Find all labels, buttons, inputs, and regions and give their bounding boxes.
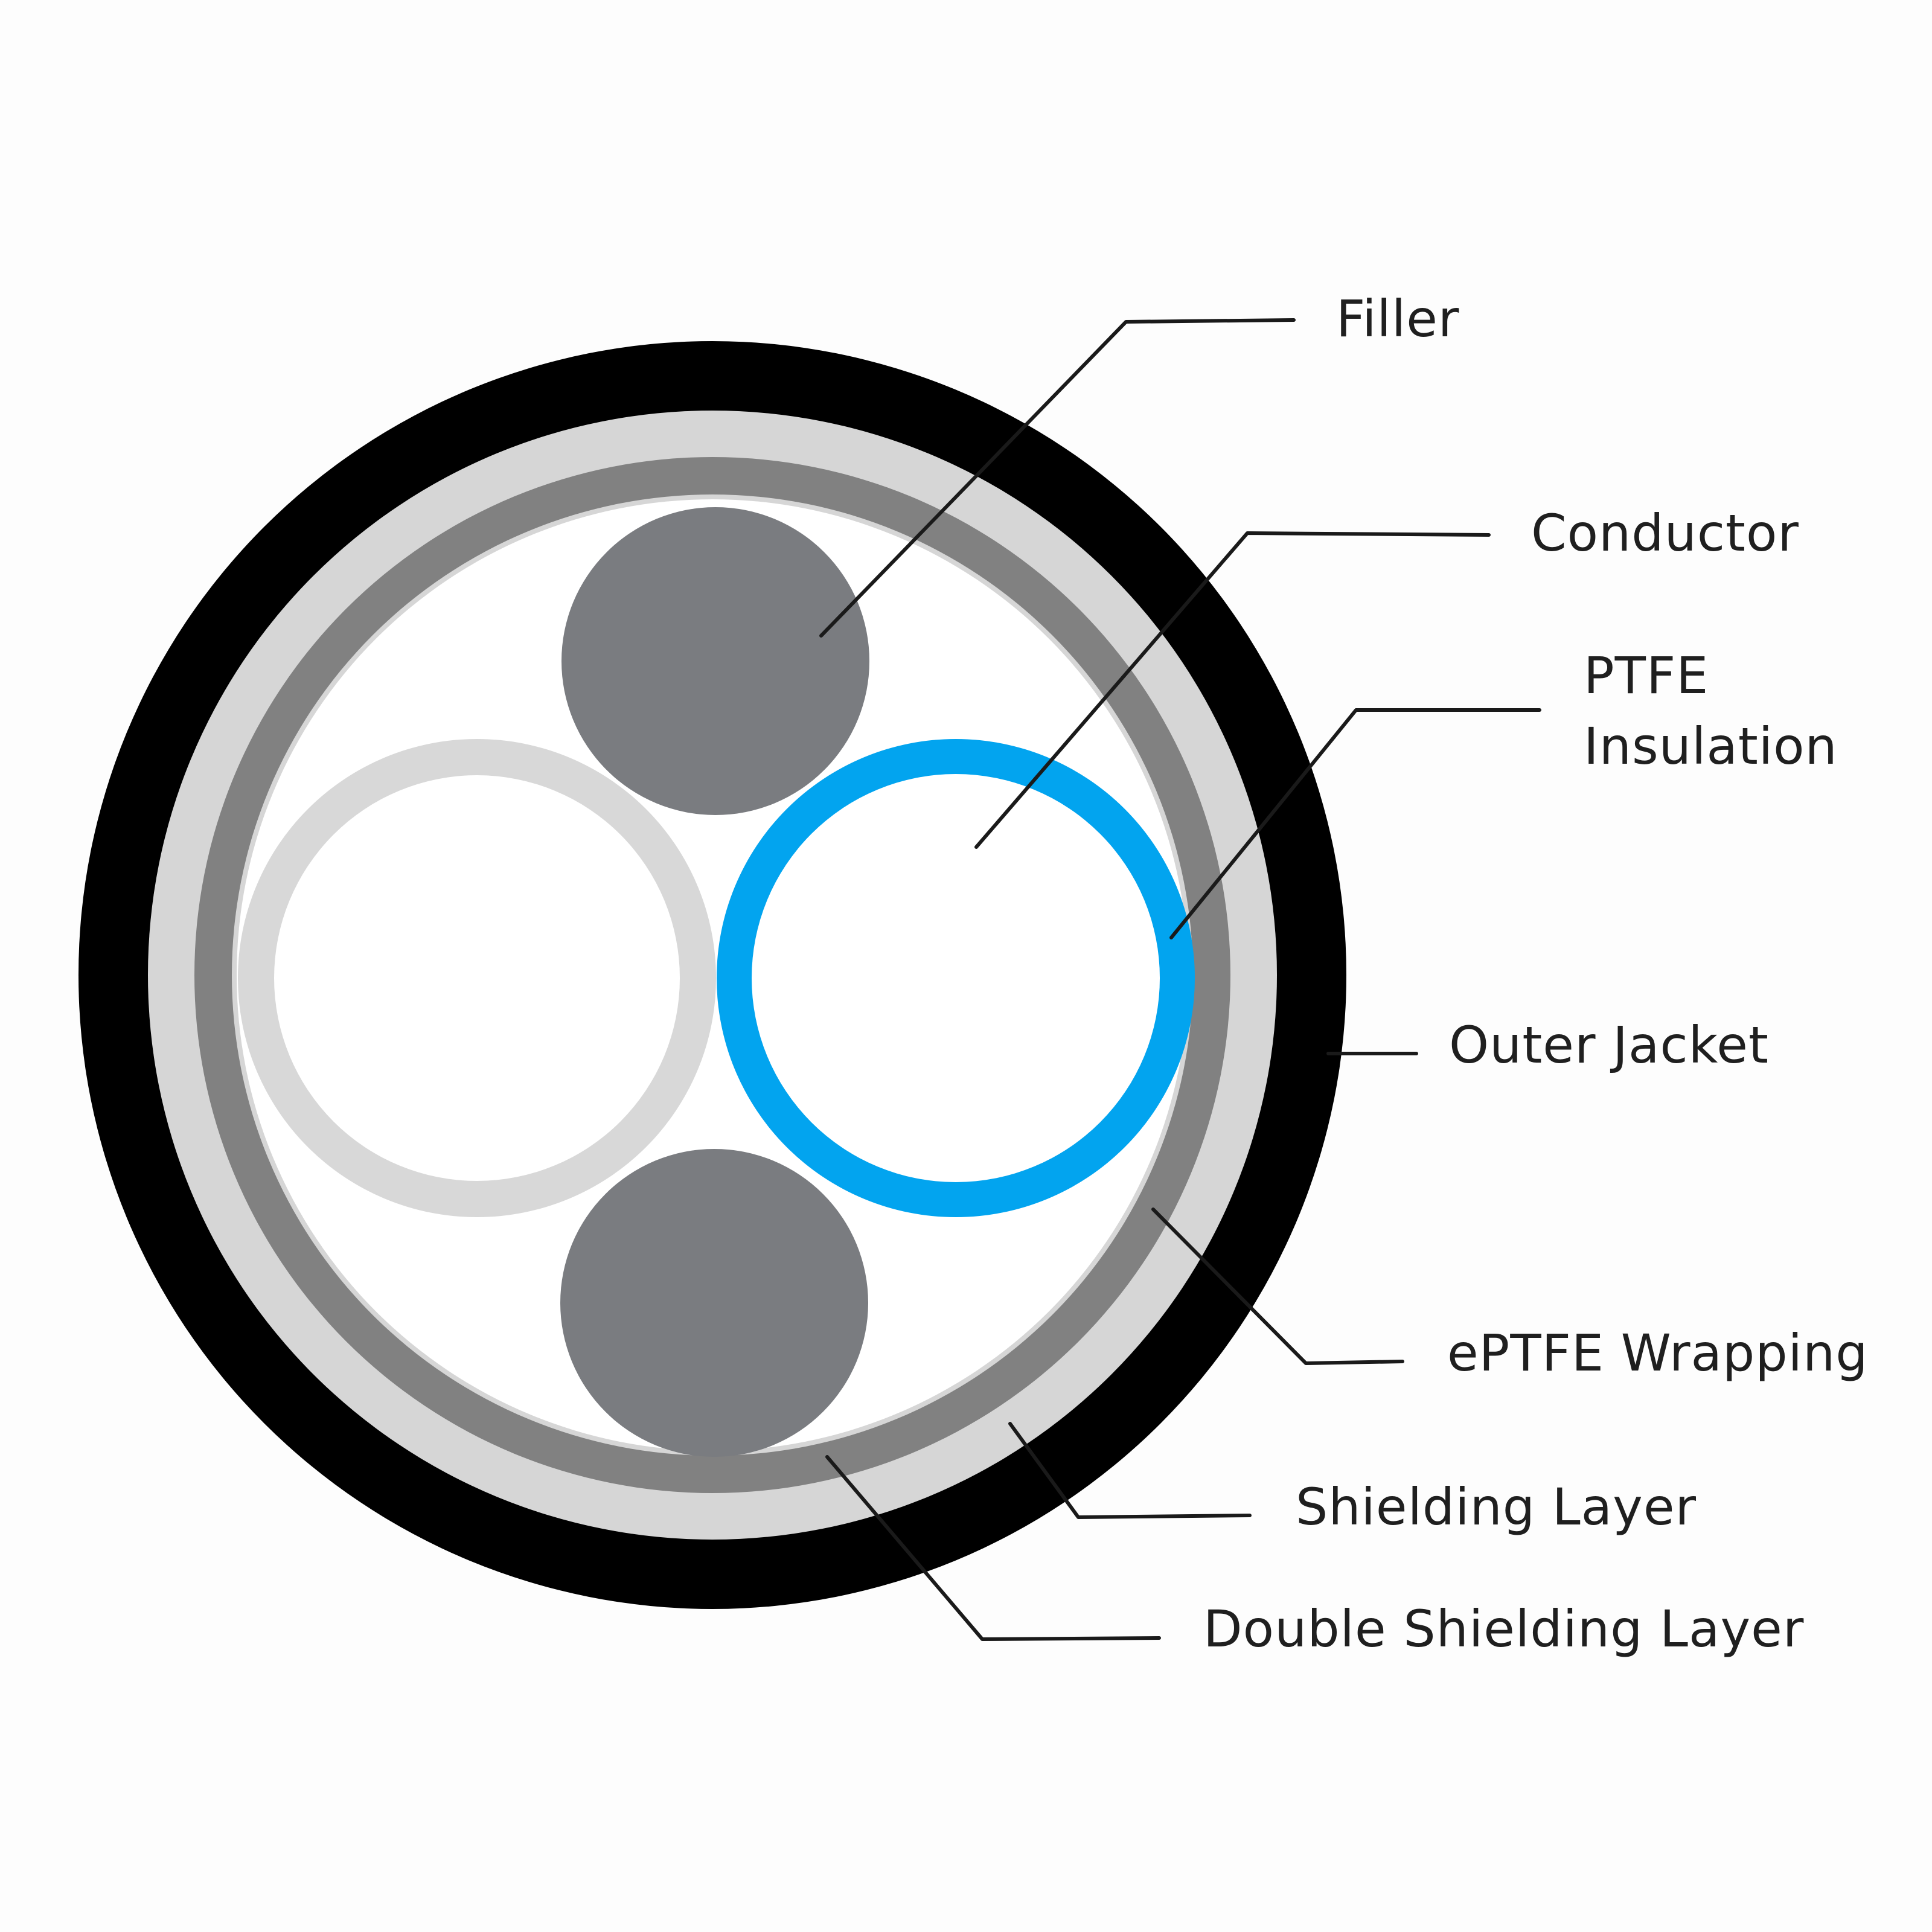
label-shielding-layer: Shielding Layer: [1296, 1477, 1697, 1537]
label-ptfe-line1: PTFE: [1584, 646, 1709, 705]
label-ptfe-line2: Insulation: [1584, 717, 1838, 776]
leader-double-shielding-layer: [825, 1455, 1161, 1641]
leader-filler: [819, 318, 1296, 638]
label-filler: Filler: [1336, 289, 1459, 348]
leader-shielding-layer: [1008, 1422, 1252, 1519]
leader-conductor: [974, 531, 1491, 849]
label-double-shielding-layer: Double Shielding Layer: [1203, 1599, 1804, 1659]
filler-bottom: [560, 1149, 868, 1457]
conductor-left: [274, 775, 680, 1181]
conductor-right: [752, 774, 1160, 1182]
leader-ptfe-insulation: [1169, 708, 1541, 939]
label-conductor: Conductor: [1531, 504, 1799, 563]
label-outer-jacket: Outer Jacket: [1449, 1016, 1769, 1075]
filler-top: [561, 507, 869, 815]
label-eptfe-wrapping: ePTFE Wrapping: [1447, 1323, 1869, 1383]
leader-eptfe-wrapping: [1151, 1208, 1404, 1365]
